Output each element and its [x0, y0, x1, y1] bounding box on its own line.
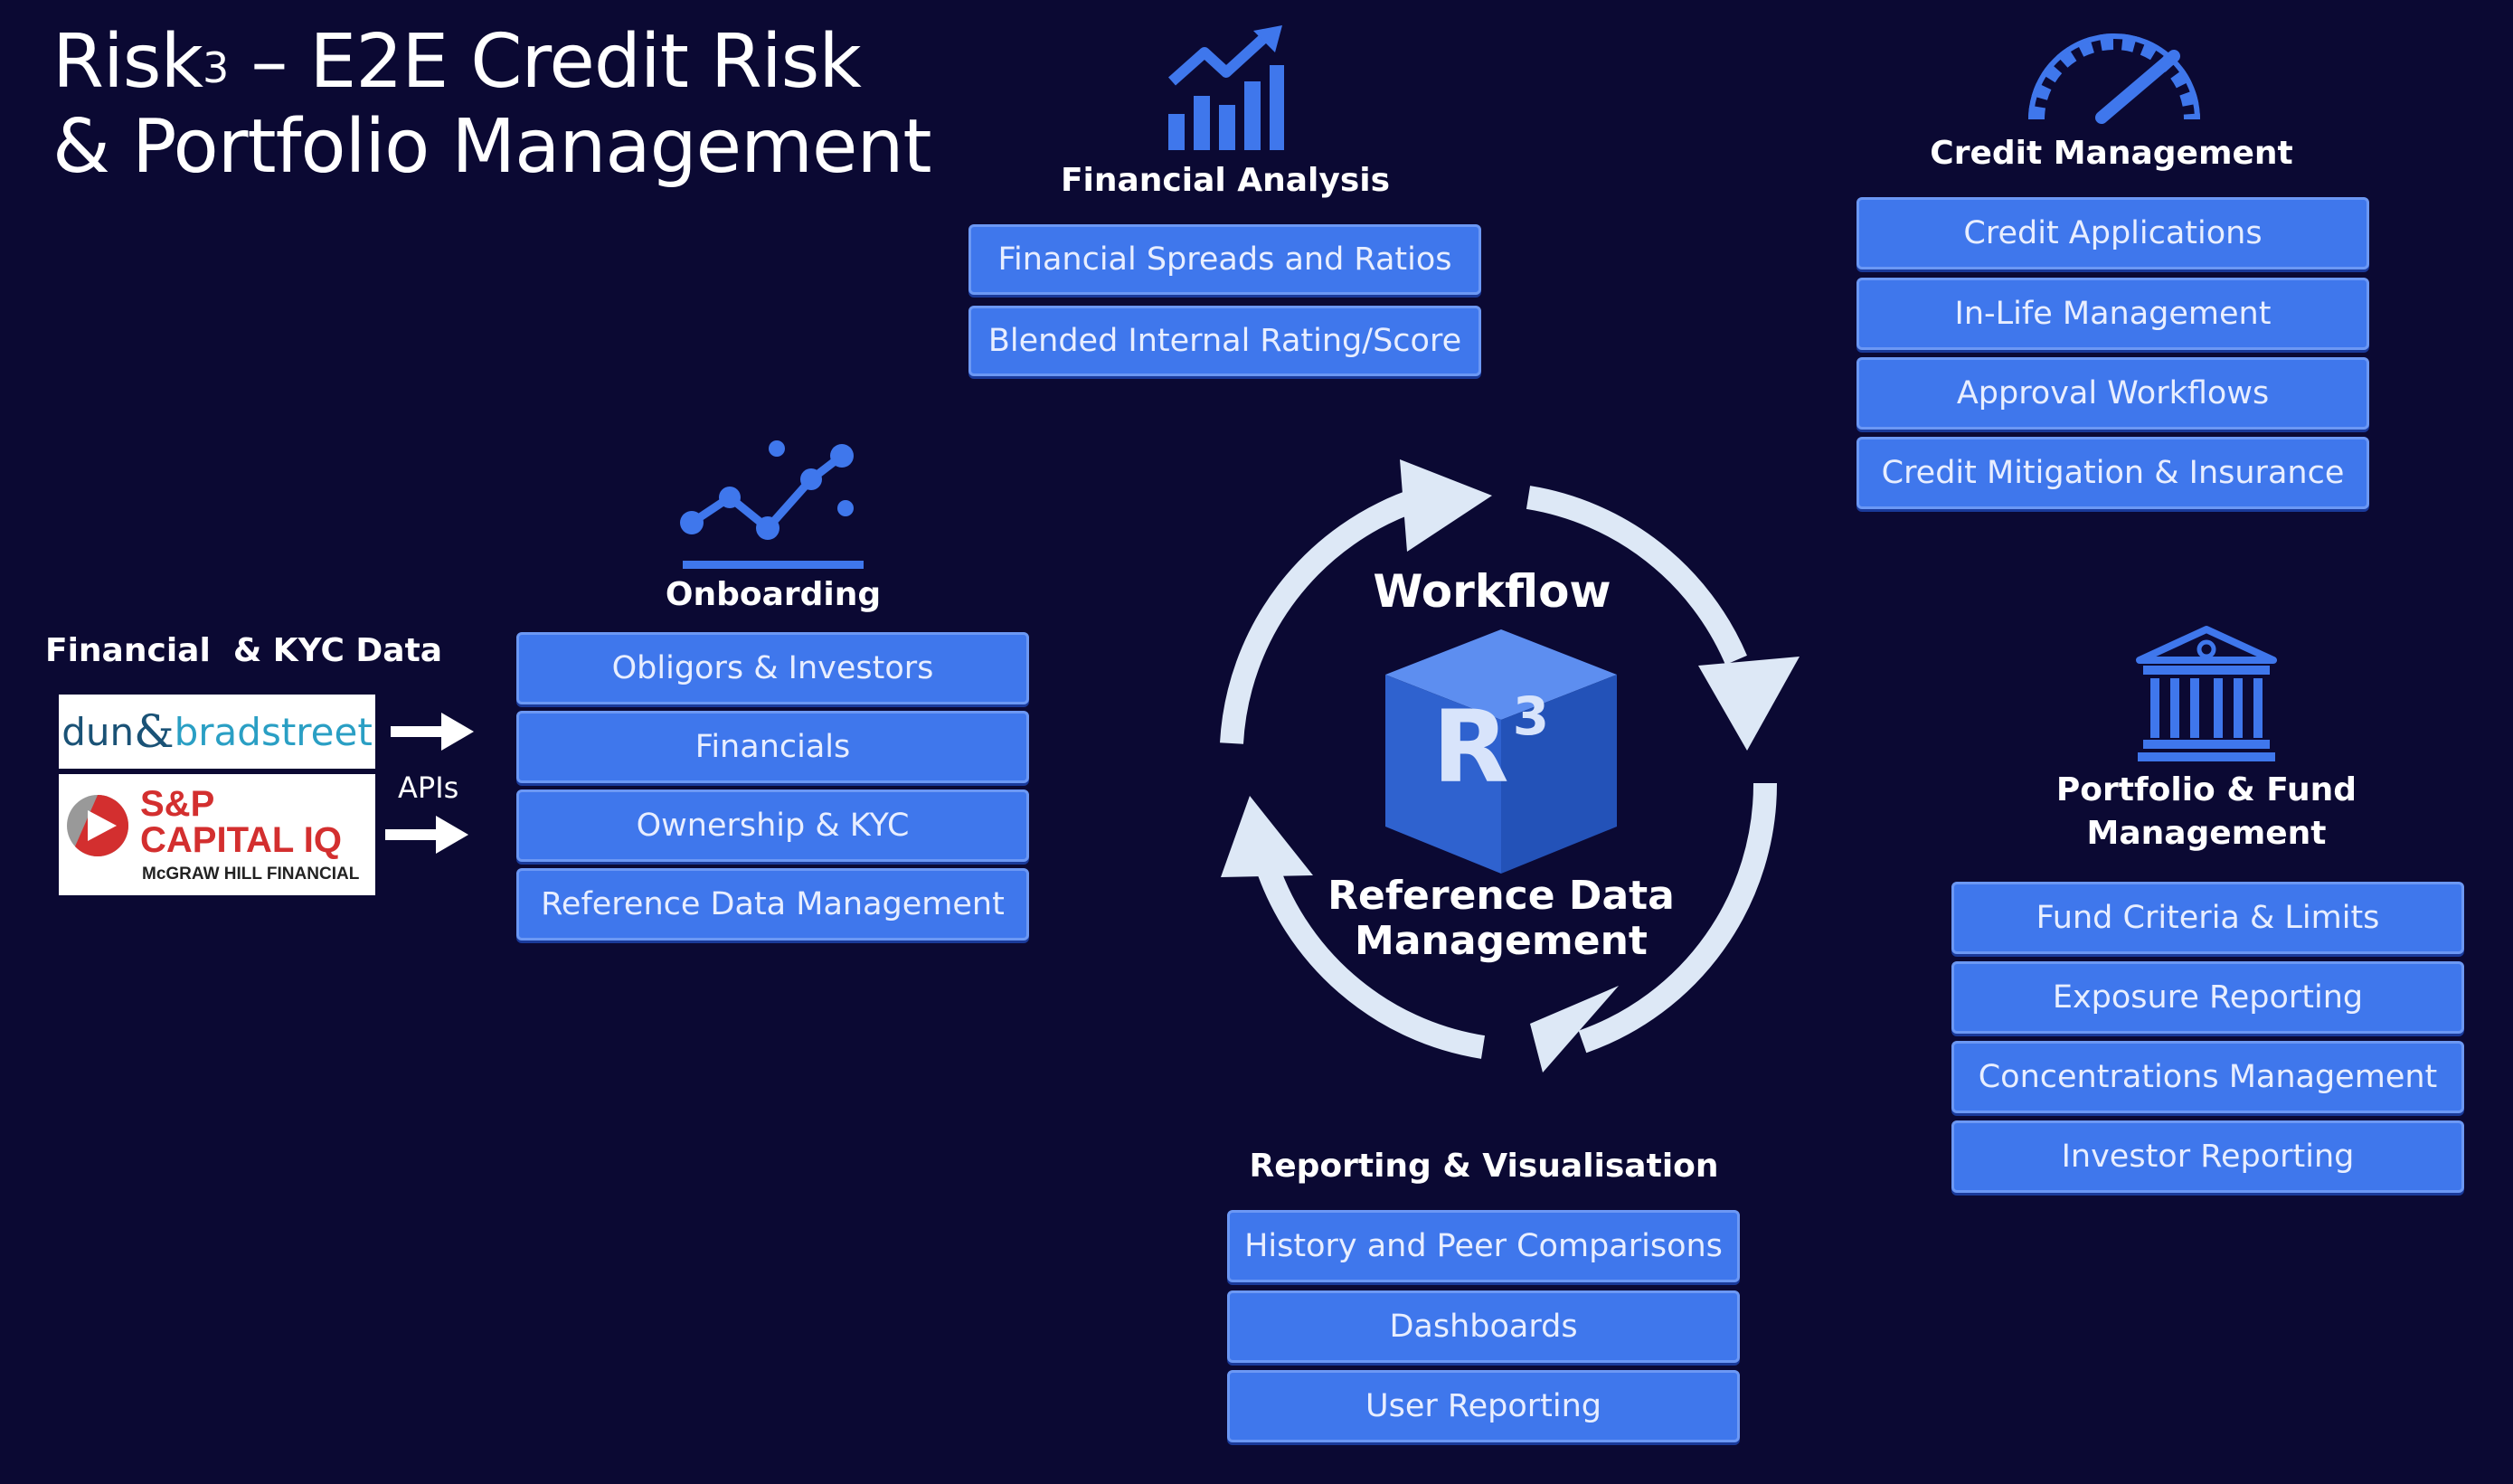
reference-data-caption: Reference Data Management — [1327, 873, 1675, 964]
portfolio-item[interactable]: Investor Reporting — [1951, 1120, 2464, 1193]
onboarding-item[interactable]: Financials — [516, 711, 1029, 783]
onboarding-item[interactable]: Ownership & KYC — [516, 789, 1029, 862]
data-sources-title: Financial & KYC Data — [45, 632, 443, 669]
portfolio-title: Portfolio & Fund Management — [2055, 771, 2357, 852]
portfolio-item[interactable]: Fund Criteria & Limits — [1951, 882, 2464, 954]
line-graph-icon — [680, 440, 864, 569]
bank-icon — [2136, 626, 2277, 761]
credit-management-item[interactable]: In-Life Management — [1856, 278, 2369, 350]
credit-management-item[interactable]: Approval Workflows — [1856, 357, 2369, 430]
reporting-item[interactable]: Dashboards — [1227, 1290, 1740, 1363]
apis-label: APIs — [398, 770, 459, 805]
r3-cube-icon — [1385, 629, 1617, 874]
workflow-label: Workflow — [1373, 565, 1611, 618]
portfolio-item[interactable]: Exposure Reporting — [1951, 961, 2464, 1034]
sp-play-mark — [67, 795, 128, 856]
dnb-logo: dun&bradstreet — [59, 695, 375, 769]
r3-cube-label: R3 — [1432, 685, 1550, 805]
financial-analysis-item[interactable]: Blended Internal Rating/Score — [968, 306, 1481, 376]
credit-management-title: Credit Management — [1930, 135, 2293, 172]
onboarding-title: Onboarding — [665, 576, 882, 613]
credit-management-item[interactable]: Credit Mitigation & Insurance — [1856, 437, 2369, 509]
page-title: Risk3 – E2E Credit Risk & Portfolio Mana… — [52, 19, 932, 190]
onboarding-item[interactable]: Reference Data Management — [516, 868, 1029, 940]
reporting-title: Reporting & Visualisation — [1249, 1148, 1719, 1185]
reporting-item[interactable]: User Reporting — [1227, 1370, 1740, 1442]
workflow-cycle-arrows — [1220, 459, 1800, 1073]
portfolio-item[interactable]: Concentrations Management — [1951, 1041, 2464, 1113]
reporting-item[interactable]: History and Peer Comparisons — [1227, 1210, 1740, 1282]
financial-analysis-item[interactable]: Financial Spreads and Ratios — [968, 224, 1481, 295]
financial-analysis-title: Financial Analysis — [1060, 162, 1391, 199]
sp-capital-iq-logo: S&P CAPITAL IQ McGRAW HILL FINANCIAL — [59, 774, 375, 895]
speedometer-icon — [2028, 33, 2200, 124]
bar-chart-trend-icon — [1168, 25, 1284, 150]
dnb-api-arrow-icon — [391, 713, 474, 751]
credit-management-item[interactable]: Credit Applications — [1856, 197, 2369, 269]
sp-api-arrow-icon — [385, 816, 468, 854]
onboarding-item[interactable]: Obligors & Investors — [516, 632, 1029, 704]
